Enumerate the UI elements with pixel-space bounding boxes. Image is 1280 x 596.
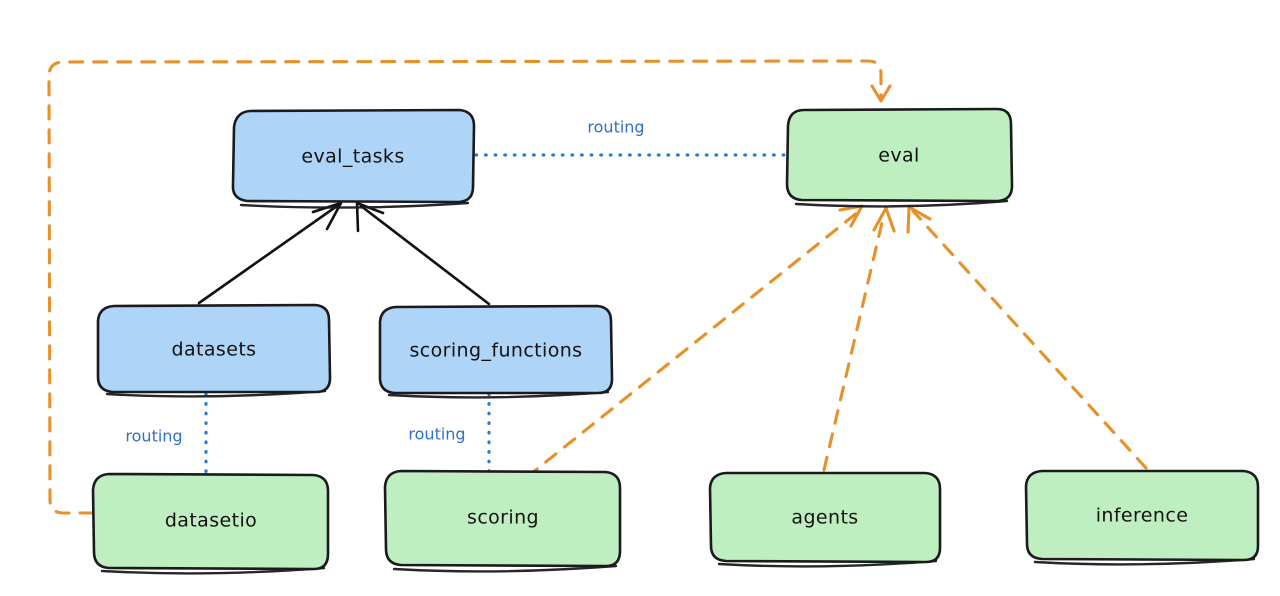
edge-label-routing-scoring: routing <box>408 425 465 444</box>
node-label-scoring: scoring <box>467 507 539 529</box>
node-eval_tasks[interactable]: eval_tasks <box>231 108 476 209</box>
edge-datasetio-to-eval <box>47 59 892 515</box>
edge-scoring_functions-to-eval_tasks <box>355 201 491 306</box>
node-datasets[interactable]: datasets <box>96 303 332 398</box>
edge-inference-to-eval <box>906 205 1148 470</box>
node-label-datasets: datasets <box>172 339 257 361</box>
node-datasetio[interactable]: datasetio <box>91 472 330 575</box>
node-inference[interactable]: inference <box>1024 469 1260 566</box>
node-label-agents: agents <box>791 507 858 529</box>
node-label-eval_tasks: eval_tasks <box>301 146 404 168</box>
node-label-eval: eval <box>878 145 919 167</box>
edge-datasets-to-eval_tasks <box>197 201 343 305</box>
node-label-datasetio: datasetio <box>165 510 257 532</box>
node-label-scoring_functions: scoring_functions <box>410 340 583 362</box>
node-eval[interactable]: eval <box>785 107 1014 208</box>
edge-label-routing-datasetio: routing <box>125 427 182 446</box>
edge-agents-to-eval <box>822 206 896 472</box>
edge-scoring_functions-to-scoring: routing <box>408 392 491 474</box>
node-layer: eval_tasks eval datasets scoring_functio… <box>91 107 1260 575</box>
edge-label-routing-eval: routing <box>587 118 644 137</box>
node-scoring[interactable]: scoring <box>383 469 622 573</box>
edge-layer: routing routing routing <box>47 59 1148 515</box>
edge-eval_tasks-to-eval: routing <box>474 118 787 157</box>
node-label-inference: inference <box>1096 505 1189 527</box>
edge-datasets-to-datasetio: routing <box>125 392 208 476</box>
node-scoring_functions[interactable]: scoring_functions <box>378 304 614 399</box>
node-agents[interactable]: agents <box>708 471 942 568</box>
